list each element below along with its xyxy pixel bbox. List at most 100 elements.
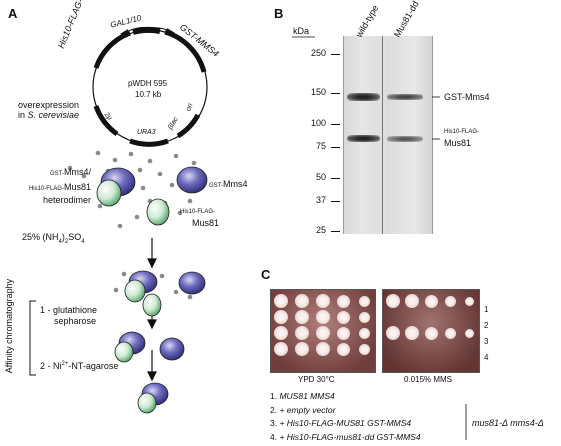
- kda-marker-label: 100: [310, 118, 326, 129]
- heterodimer-label: GST-Mms4/ His10-FLAG-Mus81 heterodimer: [13, 165, 91, 206]
- ammonium-sub2: 2: [64, 238, 69, 245]
- step1-line2: sepharose: [54, 316, 97, 326]
- heterodimer-tag2: His10-FLAG-: [28, 186, 64, 192]
- yeast-spot: [358, 311, 370, 323]
- yeast-spot: [336, 310, 350, 324]
- plate-label-mms: 0.015% MMS: [404, 375, 453, 384]
- yeast-spot: [445, 295, 457, 307]
- ammonium-pre: 25% (NH: [22, 232, 59, 242]
- kda-marker-label: 37: [315, 194, 326, 205]
- gel-image: [343, 36, 433, 234]
- yeast-spot: [294, 310, 309, 324]
- process-arrows: [147, 238, 157, 382]
- legend-text-3: + His10-FLAG-MUS81 GST-MMS4: [279, 418, 412, 428]
- heterodimer-name1: Mms4/: [64, 167, 91, 177]
- yeast-spot: [336, 342, 350, 356]
- yeast-spot: [274, 342, 288, 356]
- panel-c-letter: C: [261, 267, 271, 282]
- row-number-3: 3: [484, 337, 489, 346]
- promoter-arc: [132, 26, 161, 35]
- legend-text-4: + His10-FLAG-mus81-dd GST-MMS4: [279, 431, 421, 442]
- blac-arc: [176, 113, 201, 139]
- free-mms4-protein: [176, 166, 208, 194]
- panel-a-letter: A: [8, 6, 18, 21]
- genotype-label: mus81-Δ mms4-Δ: [472, 418, 544, 428]
- band-label-mus81: His10-FLAG- Mus81: [444, 127, 479, 149]
- band-dd-mus81: [387, 136, 423, 142]
- row-number-2: 2: [484, 321, 489, 330]
- final-purified-complex: [137, 382, 169, 414]
- ammonium-sub1: 4: [58, 238, 62, 245]
- band-label-mus81-tag: His10-FLAG-: [444, 129, 480, 135]
- ura3-arc: [129, 138, 169, 147]
- free-mus81-protein: [146, 198, 170, 226]
- yeast-spot: [315, 342, 330, 356]
- overexpression-prefix: in: [18, 110, 28, 120]
- yeast-spot: [405, 326, 420, 340]
- precipitate-proteins: [124, 270, 206, 317]
- heterodimer-word: heterodimer: [42, 195, 91, 205]
- yeast-spot: [294, 326, 309, 340]
- strain-legend: 1. MUS81 MMS4 2. + empty vector 3. + His…: [270, 390, 421, 444]
- free-mus81-tag: His10-FLAG-: [180, 209, 216, 215]
- heterodimer-name2: Mus81: [63, 182, 91, 192]
- free-mms4-label: GST-Mms4: [209, 174, 248, 192]
- yeast-spot: [424, 326, 438, 340]
- yeast-spot: [465, 296, 475, 306]
- kda-marker-tick: [331, 177, 340, 179]
- heterodimer-tag1: GST-: [49, 171, 64, 177]
- yeast-spot: [465, 328, 475, 338]
- kda-marker-tick: [331, 146, 340, 148]
- overexpression-line2: in S. cerevisiae: [18, 110, 79, 120]
- yeast-spot: [315, 294, 330, 308]
- yeast-spot: [336, 326, 350, 340]
- free-mms4-name: Mms4: [223, 179, 248, 189]
- plasmid-size: 10.7 kb: [135, 90, 162, 99]
- ammonium-sulfate-label: 25% (NH4)2SO4: [22, 232, 85, 245]
- step2-label: 2 - Ni2+-NT-agarose: [40, 361, 118, 371]
- kda-marker-tick: [331, 231, 340, 232]
- yeast-spot: [386, 326, 400, 340]
- overexpression-text: overexpression in S. cerevisiae: [18, 100, 79, 120]
- step2-post: -NT-agarose: [68, 361, 119, 371]
- legend-line-4: 4. + His10-FLAG-mus81-dd GST-MMS4: [270, 431, 421, 445]
- kda-marker-tick: [331, 124, 340, 126]
- plate-mms: [382, 289, 480, 373]
- yeast-spot: [274, 294, 288, 308]
- legend-num-1: 1.: [270, 391, 280, 401]
- kda-marker-label: 150: [310, 87, 326, 98]
- free-mus81-label: His10-FLAG- Mus81: [180, 207, 219, 229]
- heterodimer-complex: [96, 167, 136, 207]
- plate-label-ypd: YPD 30°C: [298, 375, 335, 384]
- organism-name: S. cerevisiae: [27, 110, 80, 120]
- kda-marker-label: 75: [315, 140, 326, 151]
- yeast-spot: [315, 310, 330, 324]
- band-label-mms4: GST-Mms4: [444, 92, 490, 102]
- legend-line-2: 2. + empty vector: [270, 404, 421, 418]
- yeast-spot: [274, 326, 288, 340]
- row-number-1: 1: [484, 305, 489, 314]
- step1-label: 1 - glutathione sepharose: [40, 305, 97, 327]
- 2mu-arc: [93, 105, 119, 137]
- yeast-spot: [445, 327, 457, 339]
- overexpression-line1: overexpression: [18, 100, 80, 110]
- marker-ura3: URA3: [137, 129, 156, 136]
- band-wt-mus81: [347, 135, 380, 142]
- affinity-bracket: [29, 300, 36, 376]
- step1-line1: 1 - glutathione: [40, 305, 98, 315]
- kda-marker-label: 250: [310, 48, 326, 58]
- band-dd-mms4: [387, 94, 423, 100]
- plasmid-name: pWDH 595: [128, 79, 168, 88]
- yeast-spot: [315, 326, 330, 340]
- legend-line-1: 1. MUS81 MMS4: [270, 390, 421, 404]
- legend-text-1: MUS81 MMS4: [279, 391, 335, 401]
- free-mus81-name: Mus81: [192, 218, 220, 228]
- yeast-spot: [336, 294, 350, 308]
- yeast-spot: [386, 294, 400, 308]
- yeast-spot: [274, 310, 288, 324]
- band-wt-mms4: [347, 93, 380, 101]
- yeast-spot: [294, 342, 309, 356]
- yeast-spot: [424, 294, 438, 308]
